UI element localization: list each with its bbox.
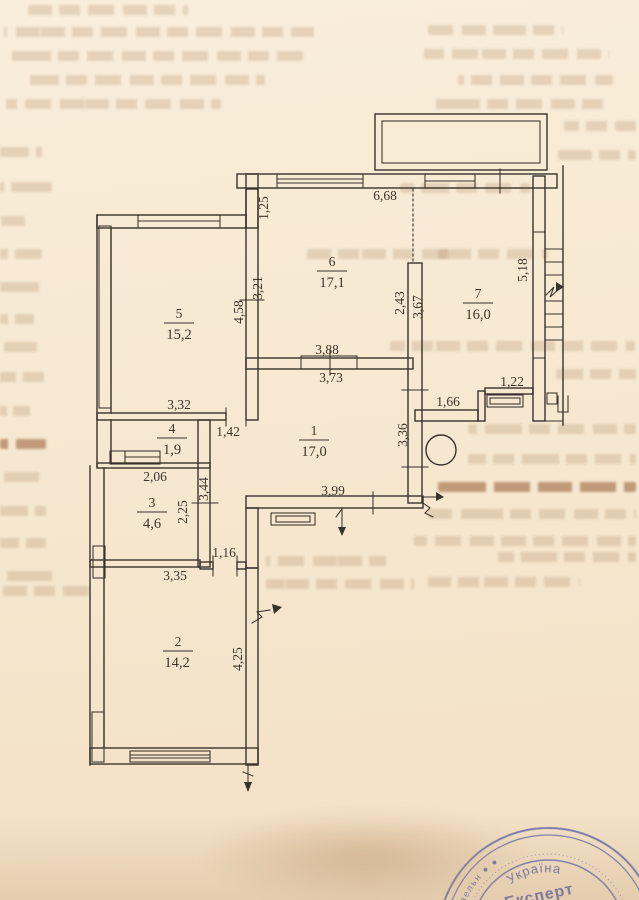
niche-walls bbox=[414, 387, 569, 422]
dimension-labels: 6,68 1,25 3,21 4,58 2,43 3,67 5,18 3,88 … bbox=[143, 188, 530, 671]
column-circle bbox=[425, 434, 457, 466]
room-labels: 6 17,1 7 16,0 5 15,2 4 1,9 3 bbox=[137, 254, 493, 671]
dimension-label: 1,42 bbox=[216, 424, 240, 439]
dimension-label: 2,25 bbox=[175, 500, 190, 524]
room-number: 5 bbox=[176, 306, 183, 321]
fixture-symbol bbox=[557, 395, 569, 413]
room-area: 15,2 bbox=[166, 327, 191, 343]
room-area: 17,0 bbox=[301, 444, 326, 460]
break-arrow-icon bbox=[251, 604, 282, 624]
room-number: 6 bbox=[329, 254, 336, 269]
round-stamp: ● ● архітектурно-будівельн ● ● Україна Е… bbox=[433, 827, 639, 900]
room-number: 3 bbox=[149, 495, 156, 510]
room-area: 17,1 bbox=[319, 275, 344, 291]
break-arrow-icon bbox=[242, 765, 254, 792]
dimension-label: 1,16 bbox=[212, 545, 236, 560]
dimension-label: 2,06 bbox=[143, 469, 167, 484]
dimension-label: 6,68 bbox=[373, 188, 397, 203]
room-label-6: 6 17,1 bbox=[317, 254, 347, 291]
dimension-label: 3,36 bbox=[395, 423, 410, 447]
dimension-label: 4,25 bbox=[230, 647, 245, 671]
walls bbox=[89, 113, 569, 792]
room-label-7: 7 16,0 bbox=[463, 286, 493, 323]
window-symbol bbox=[276, 173, 476, 189]
room-label-4: 4 1,9 bbox=[157, 421, 187, 458]
room-number: 1 bbox=[311, 423, 318, 438]
dimension-label: 5,18 bbox=[515, 258, 530, 282]
window-symbol bbox=[91, 711, 105, 763]
dimension-label: 1,22 bbox=[500, 374, 524, 389]
dimension-label: 3,99 bbox=[321, 483, 345, 498]
dimension-label: 3,35 bbox=[163, 568, 187, 583]
dimension-label: 2,43 bbox=[392, 291, 407, 315]
room-number: 4 bbox=[169, 421, 176, 436]
dimension-label: 3,73 bbox=[319, 370, 343, 385]
break-arrow-icon bbox=[422, 492, 444, 518]
dimension-label: 3,32 bbox=[167, 397, 191, 412]
fixture-symbol bbox=[546, 392, 558, 405]
room-label-1: 1 17,0 bbox=[299, 423, 329, 460]
room-area: 16,0 bbox=[465, 307, 490, 323]
dimension-label: 3,88 bbox=[315, 342, 339, 357]
window-symbol bbox=[92, 545, 106, 579]
room-area: 1,9 bbox=[163, 442, 181, 458]
room-label-3: 3 4,6 bbox=[137, 495, 167, 532]
window-symbol bbox=[98, 225, 112, 409]
room-number: 2 bbox=[175, 634, 182, 649]
room-area: 14,2 bbox=[164, 655, 189, 671]
dimension-label: 1,25 bbox=[256, 196, 271, 220]
door-arrow bbox=[335, 507, 346, 536]
dimension-label: 3,21 bbox=[250, 276, 265, 300]
stair-hatch bbox=[544, 165, 564, 426]
dimension-label: 3,44 bbox=[196, 477, 211, 501]
balcony-outline bbox=[374, 113, 548, 171]
cupboard-symbol bbox=[270, 512, 316, 526]
window-symbol bbox=[137, 214, 221, 229]
room-label-2: 2 14,2 bbox=[163, 634, 193, 671]
room-label-5: 5 15,2 bbox=[164, 306, 194, 343]
dimension-label: 1,66 bbox=[436, 394, 460, 409]
window-symbol bbox=[486, 394, 524, 408]
fixture-symbol bbox=[109, 450, 161, 465]
room-area: 4,6 bbox=[143, 516, 161, 532]
dimension-label: 4,58 bbox=[231, 300, 246, 324]
dimension-label: 3,67 bbox=[410, 295, 425, 319]
break-arrow-icon bbox=[556, 282, 564, 292]
window-symbol bbox=[129, 750, 211, 763]
room-number: 7 bbox=[475, 286, 482, 301]
